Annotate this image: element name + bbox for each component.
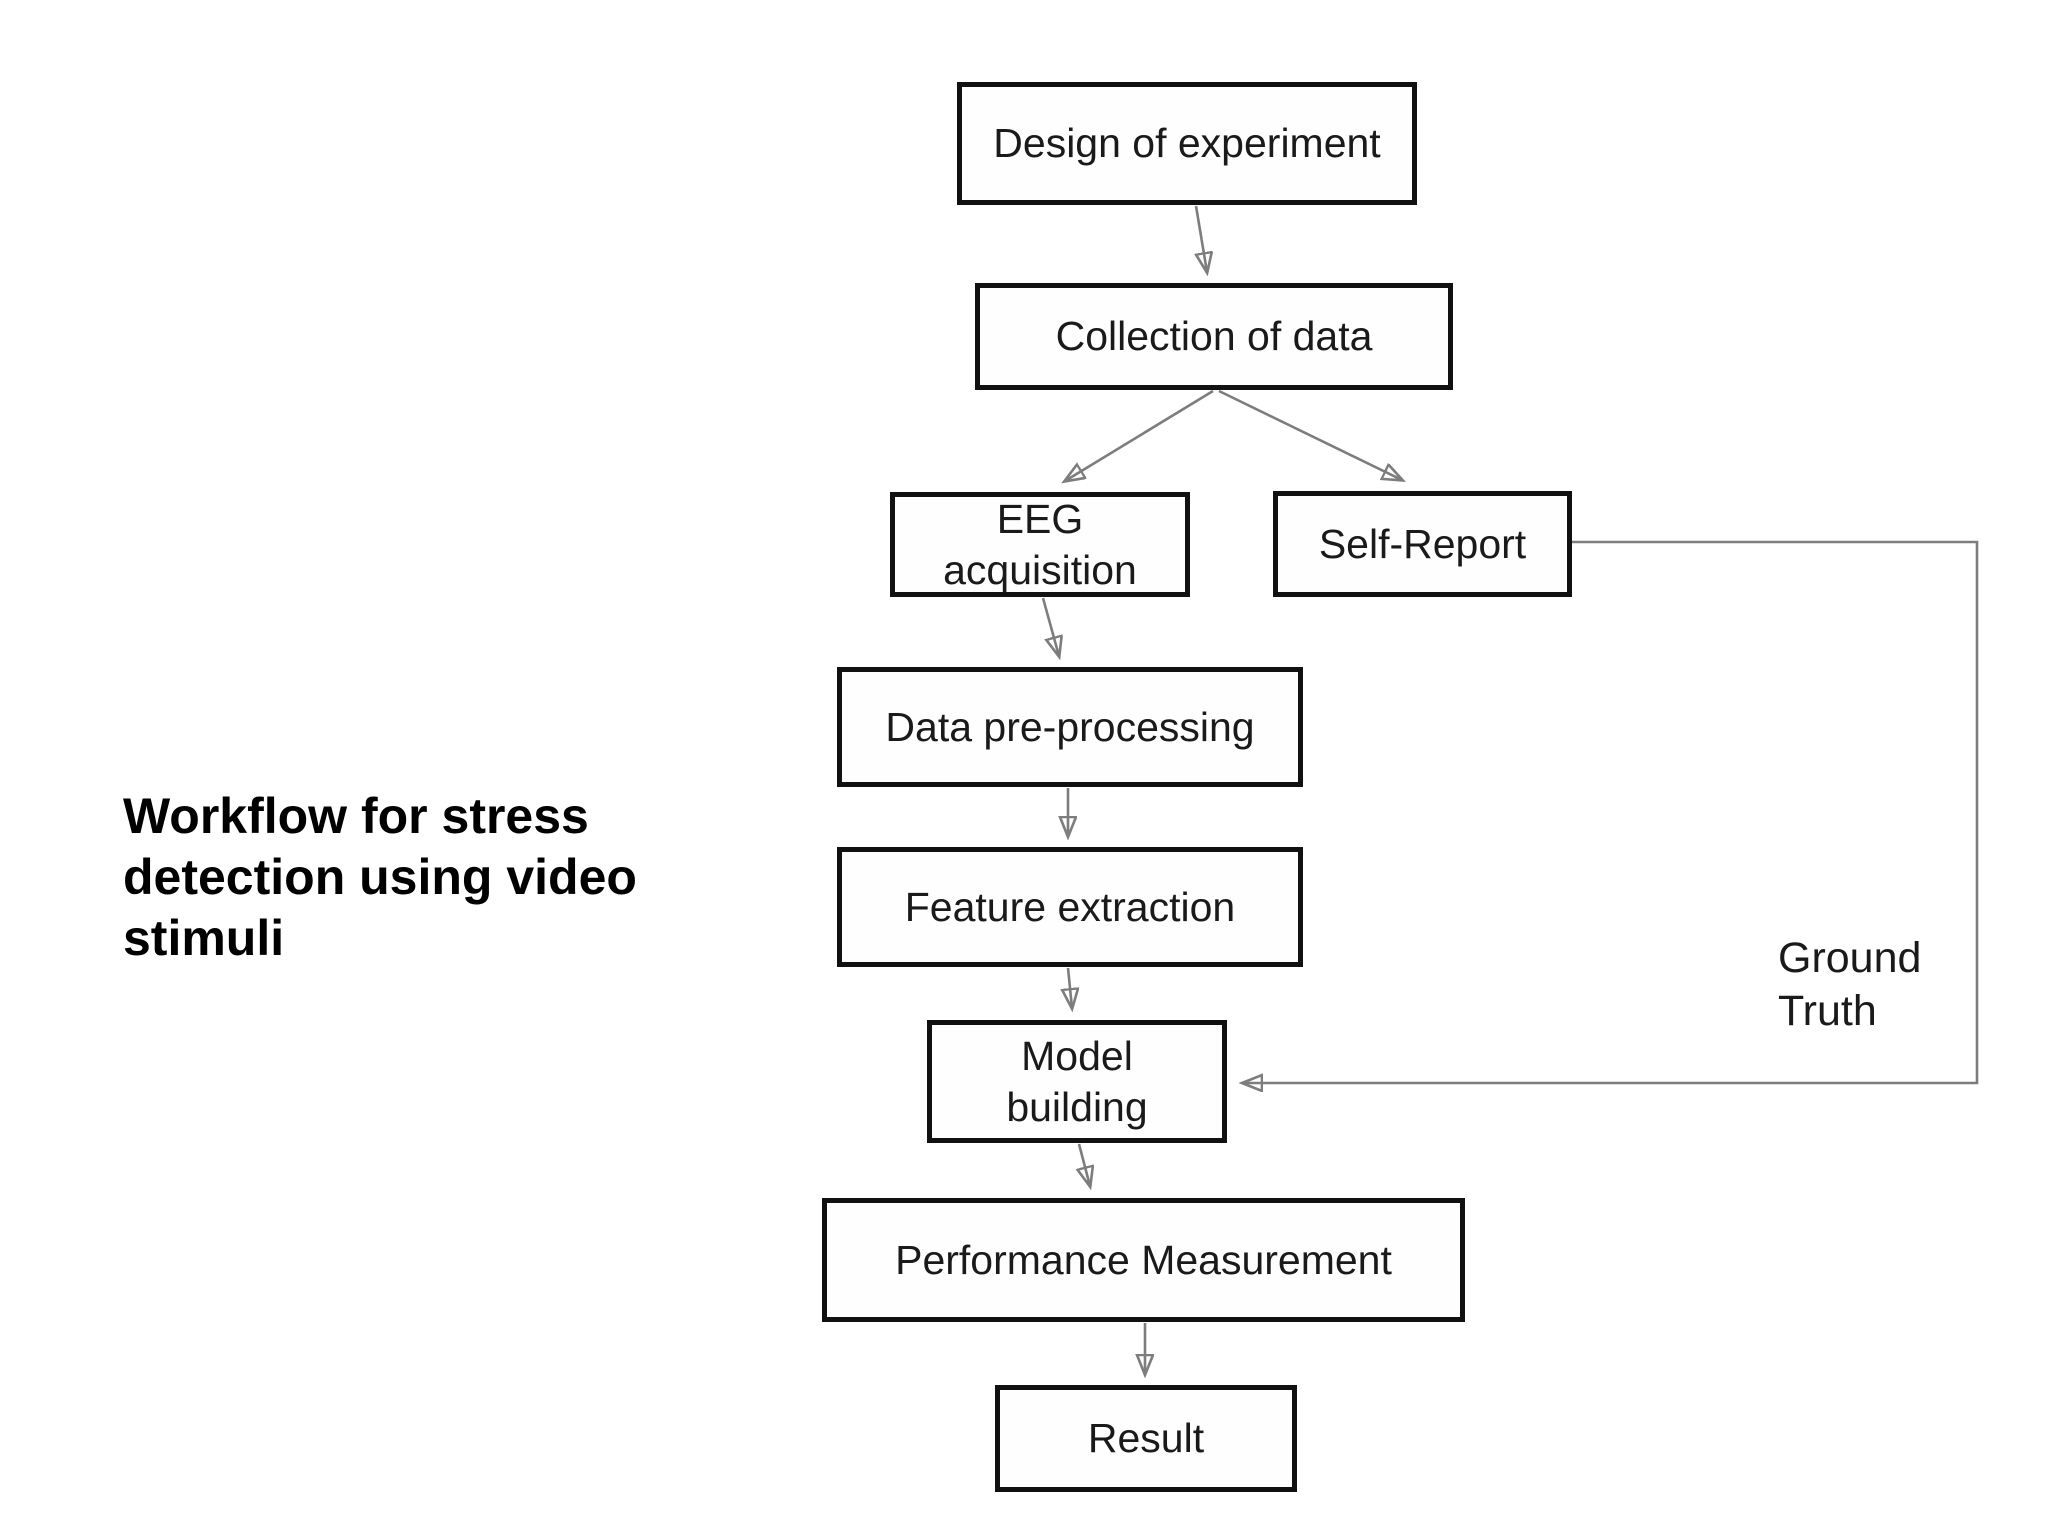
node-design-of-experiment: Design of experiment	[957, 82, 1417, 205]
node-data-pre-processing: Data pre-processing	[837, 667, 1303, 787]
diagram-title: Workflow for stress detection using vide…	[123, 788, 637, 966]
node-performance-measurement: Performance Measurement	[822, 1198, 1465, 1322]
node-result: Result	[995, 1385, 1297, 1492]
edge-collection-to-eeg	[1065, 389, 1214, 481]
node-eeg-acquisition: EEG acquisition	[890, 492, 1190, 597]
edge-self-report-to-model-ground-truth	[1243, 540, 1979, 1083]
node-collection-of-data: Collection of data	[975, 283, 1453, 390]
edge-model-to-performance	[1079, 1143, 1090, 1186]
edge-design-to-collection	[1196, 205, 1207, 272]
node-self-report: Self-Report	[1273, 491, 1572, 597]
edge-eeg-to-preprocessing	[1041, 597, 1059, 656]
edge-feature-to-model	[1068, 967, 1072, 1008]
node-feature-extraction: Feature extraction	[837, 847, 1303, 967]
ground-truth-label: Ground Truth	[1778, 934, 1922, 1036]
edge-collection-to-self-report	[1218, 389, 1402, 480]
node-model-building: Model building	[927, 1020, 1227, 1143]
